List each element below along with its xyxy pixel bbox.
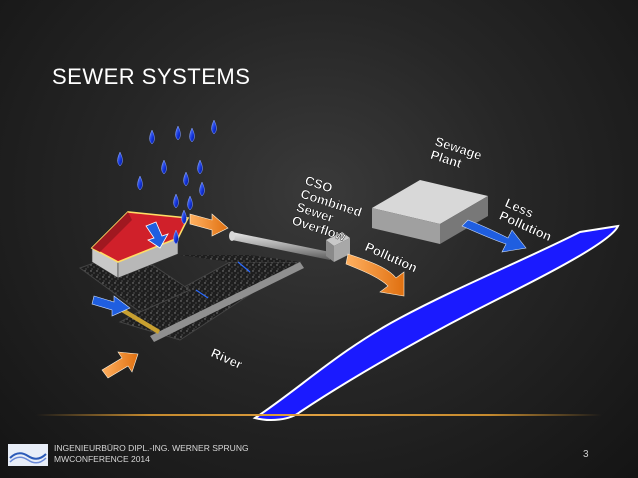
river	[252, 224, 620, 421]
label-cso: CSO Combined Sewer Overflow	[290, 173, 372, 248]
house-icon	[90, 211, 190, 279]
divider-line	[36, 414, 602, 416]
orange-arrow-inflow	[101, 351, 139, 379]
cso-structure	[326, 232, 350, 262]
footer-company: INGENIEURBÜRO DIPL.-ING. WERNER SPRUNG	[54, 443, 249, 453]
blue-arrow-yard	[91, 295, 131, 317]
slide-title: SEWER SYSTEMS	[52, 64, 251, 89]
label-sewage-plant: Sewage Plant	[429, 134, 487, 178]
label-less-pollution: Less Pollution	[497, 195, 560, 244]
street-area	[180, 255, 300, 262]
pollution-arrow	[345, 253, 405, 297]
raindrops-icon	[117, 119, 217, 245]
orange-arrow-roof	[189, 213, 229, 237]
less-pollution-arrow	[461, 219, 527, 253]
sewer-pipe	[150, 262, 304, 342]
footer-conference: MWCONFERENCE 2014	[54, 454, 150, 464]
main-pipe	[232, 232, 330, 260]
company-logo-icon	[8, 444, 48, 466]
footer-text: INGENIEURBÜRO DIPL.-ING. WERNER SPRUNG M…	[54, 443, 249, 465]
label-river: River	[209, 345, 245, 372]
rain-down-arrow	[145, 221, 169, 249]
page-number: 3	[583, 449, 589, 460]
sewage-plant	[372, 180, 488, 244]
